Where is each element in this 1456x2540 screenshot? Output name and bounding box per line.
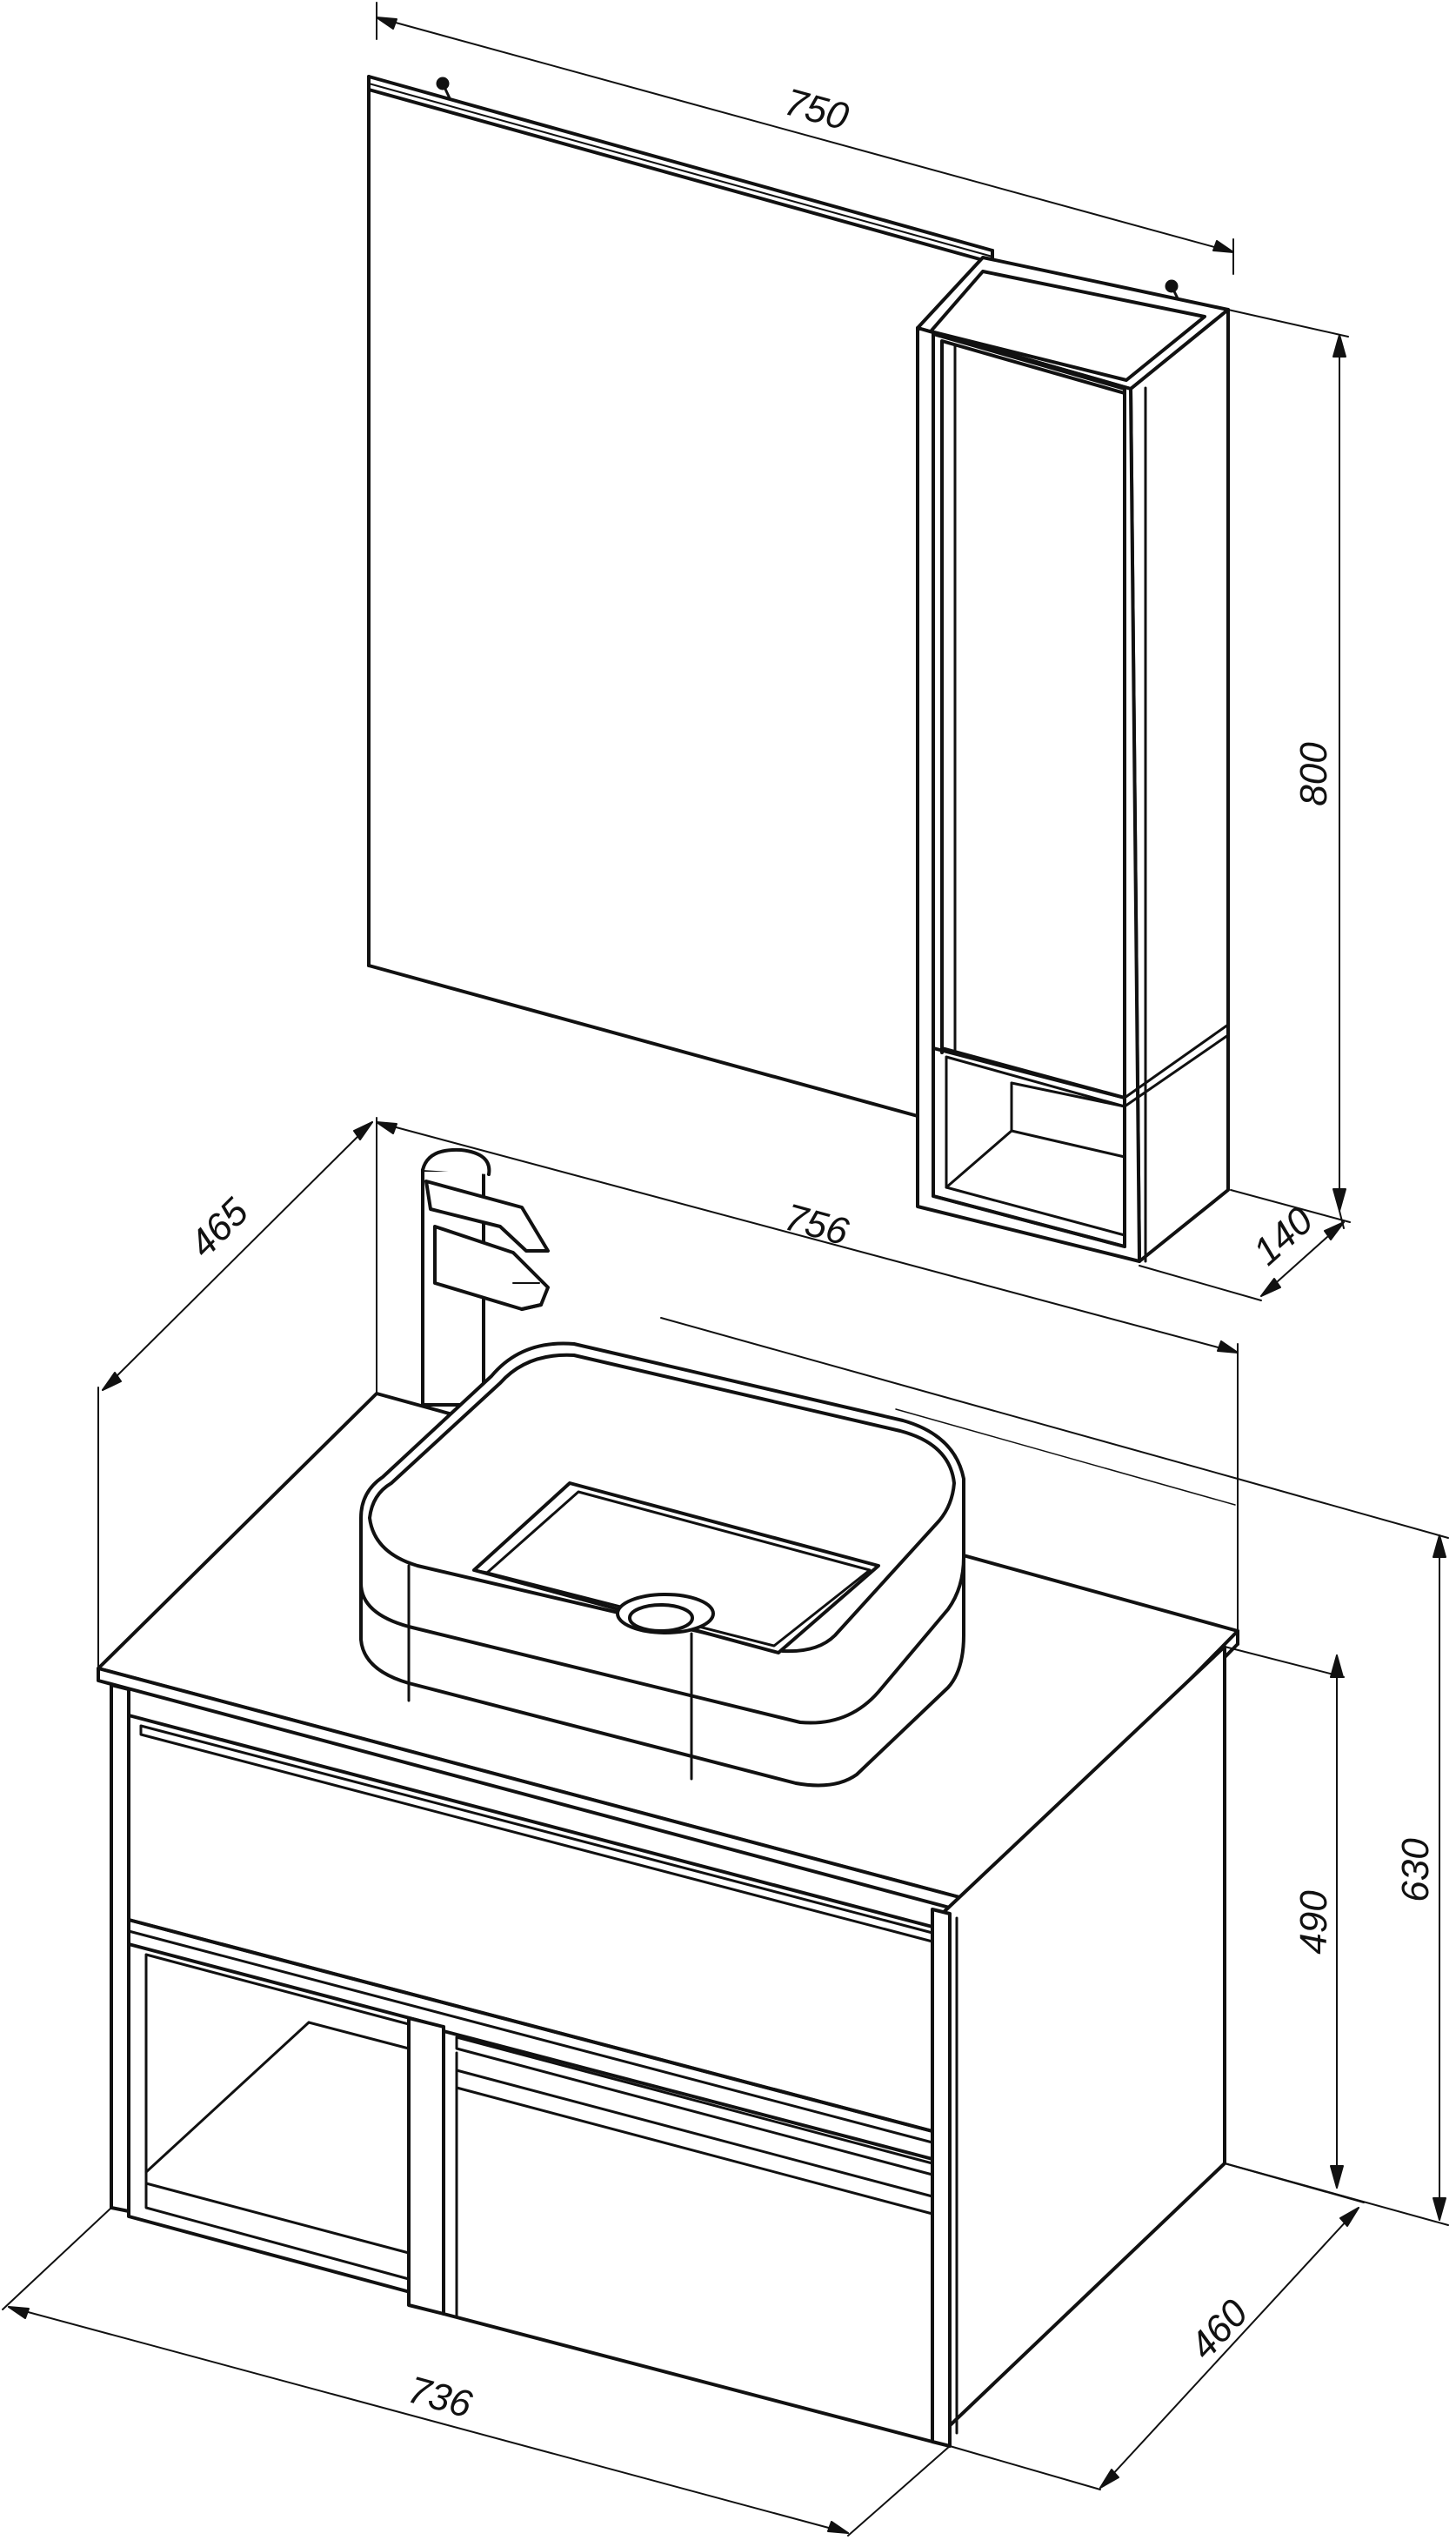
dimension-label-490: 490	[1292, 1890, 1335, 1955]
dimension-label-750: 750	[780, 81, 853, 139]
dimension-label-630: 630	[1394, 1838, 1437, 1902]
vanity-cabinet	[110, 1645, 1226, 2448]
dimension-label-465: 465	[181, 1190, 257, 1266]
dimension-label-140: 140	[1246, 1199, 1322, 1273]
mirror-assembly	[367, 75, 1230, 1263]
dimension-label-736: 736	[404, 2369, 477, 2427]
faucet	[421, 1147, 550, 1407]
basin	[359, 1341, 965, 1788]
mirror-panel	[367, 75, 994, 1118]
dimension-label-756: 756	[780, 1196, 853, 1254]
dimension-label-800: 800	[1292, 742, 1335, 806]
mirror-hook-left	[436, 77, 451, 100]
vanity-assembly	[97, 1147, 1239, 2448]
mirror-side-cabinet	[916, 256, 1230, 1263]
mirror-top-rail	[367, 83, 994, 264]
dimension-label-460: 460	[1181, 2291, 1256, 2367]
